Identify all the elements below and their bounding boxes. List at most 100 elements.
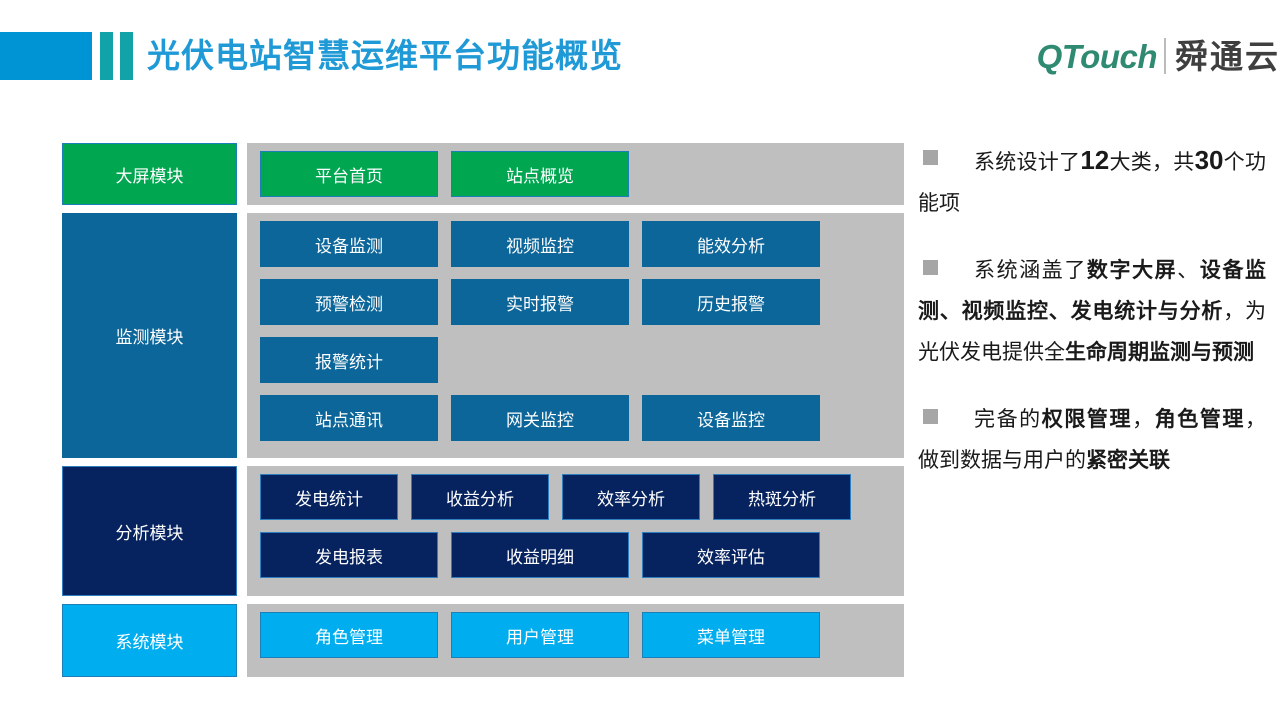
note-plain: 大类，共: [1109, 151, 1195, 174]
function-chip-label: 设备监测: [315, 236, 383, 256]
function-chip-label: 历史报警: [697, 294, 765, 314]
note-emphasis: 角色管理: [1154, 408, 1246, 431]
module-label-1[interactable]: 大屏模块: [62, 143, 237, 205]
module-panel-2: 设备监测 视频监控 能效分析预警检测 实时报警 历史报警报警统计站点通讯 网关监控 设备监控: [247, 213, 904, 458]
page-title: 光伏电站智慧运维平台功能概览: [147, 37, 623, 74]
function-chip[interactable]: 菜单管理: [642, 612, 820, 658]
module-chip-row: 站点通讯 网关监控 设备监控: [260, 395, 904, 441]
note-item: 完备的权限管理，角色管理，做到数据与用户的紧密关联: [918, 399, 1266, 481]
function-chip[interactable]: 站点概览: [451, 151, 629, 197]
function-chip[interactable]: 实时报警: [451, 279, 629, 325]
note-plain: ，做到数据与用户的: [918, 408, 1267, 472]
note-text: 完备的权限管理，角色管理，做到数据与用户的紧密关联: [918, 399, 1266, 481]
function-chip[interactable]: 发电统计: [260, 474, 398, 520]
note-emphasis: 权限管理: [1041, 408, 1133, 431]
function-chip-label: 发电统计: [295, 489, 363, 509]
note-emphasis: 30: [1194, 145, 1224, 175]
module-label-text: 系统模块: [115, 633, 184, 652]
note-emphasis: 设备监测、视频监控、发电统计与分析: [918, 259, 1267, 323]
brand-logo: QTouch 舜通云: [1037, 33, 1280, 79]
function-chip-label: 视频监控: [506, 236, 574, 256]
logo-divider: [1164, 38, 1166, 74]
function-chip-label: 效率评估: [697, 547, 765, 567]
header-accent-bar-1: [100, 32, 113, 80]
function-chip[interactable]: 效率分析: [562, 474, 700, 520]
function-chip[interactable]: 网关监控: [451, 395, 629, 441]
function-chip-label: 能效分析: [697, 236, 765, 256]
function-chip-label: 站点通讯: [315, 410, 383, 430]
note-plain: 、: [1177, 259, 1200, 282]
function-chip-label: 角色管理: [315, 627, 383, 647]
bullet-square-icon: [923, 260, 938, 275]
summary-notes: 系统设计了12大类，共30个功能项系统涵盖了数字大屏、设备监测、视频监控、发电统…: [918, 140, 1266, 507]
function-chip[interactable]: 平台首页: [260, 151, 438, 197]
module-chip-row: 发电统计 收益分析 效率分析 热斑分析: [260, 474, 904, 520]
function-chip[interactable]: 设备监测: [260, 221, 438, 267]
note-emphasis: 12: [1080, 145, 1110, 175]
logo-wordmark: QTouch: [1036, 37, 1158, 75]
module-label-3[interactable]: 分析模块: [62, 466, 237, 596]
note-emphasis: 生命周期监测与预测: [1065, 341, 1254, 364]
function-chip[interactable]: 视频监控: [451, 221, 629, 267]
module-panel-4: 角色管理 用户管理 菜单管理: [247, 604, 904, 677]
function-chip-label: 预警检测: [315, 294, 383, 314]
function-chip-label: 热斑分析: [748, 489, 816, 509]
function-chip[interactable]: 发电报表: [260, 532, 438, 578]
function-chip[interactable]: 能效分析: [642, 221, 820, 267]
note-emphasis: 数字大屏: [1086, 259, 1178, 282]
header-accent-block: [0, 32, 92, 80]
module-label-4[interactable]: 系统模块: [62, 604, 237, 677]
note-plain: ，为光伏发电提供全: [918, 300, 1267, 364]
function-overview-diagram: 大屏模块 平台首页 站点概览 监测模块 设备监测 视频监控 能效分析预警检测 实时报警 历史报…: [62, 143, 904, 677]
function-chip-label: 站点概览: [506, 166, 574, 186]
note-plain: 系统涵盖了: [974, 259, 1087, 282]
note-item: 系统设计了12大类，共30个功能项: [918, 140, 1266, 224]
note-plain: 完备的: [974, 408, 1042, 431]
function-chip[interactable]: 报警统计: [260, 337, 438, 383]
note-plain: 系统设计了: [974, 151, 1081, 174]
function-chip-label: 菜单管理: [697, 627, 765, 647]
module-chip-row: 发电报表 收益明细 效率评估: [260, 532, 904, 578]
function-chip-label: 报警统计: [315, 352, 383, 372]
note-text: 系统设计了12大类，共30个功能项: [918, 140, 1266, 224]
module-chip-row: 平台首页 站点概览: [260, 151, 904, 197]
bullet-square-icon: [923, 150, 938, 165]
function-chip-label: 发电报表: [315, 547, 383, 567]
header-accent-bar-2: [120, 32, 133, 80]
function-chip-label: 用户管理: [506, 627, 574, 647]
module-label-text: 分析模块: [115, 523, 184, 543]
note-text: 系统涵盖了数字大屏、设备监测、视频监控、发电统计与分析，为光伏发电提供全生命周期…: [918, 250, 1266, 373]
logo-chinese-name: 舜通云: [1175, 37, 1280, 75]
function-chip-label: 网关监控: [506, 410, 574, 430]
function-chip[interactable]: 角色管理: [260, 612, 438, 658]
module-chip-row: 角色管理 用户管理 菜单管理: [260, 612, 904, 658]
function-chip[interactable]: 站点通讯: [260, 395, 438, 441]
note-plain: 个功能项: [918, 151, 1267, 215]
module-label-text: 监测模块: [115, 328, 184, 347]
module-label-2[interactable]: 监测模块: [62, 213, 237, 458]
module-panel-1: 平台首页 站点概览: [247, 143, 904, 205]
function-chip[interactable]: 用户管理: [451, 612, 629, 658]
module-chip-row: 设备监测 视频监控 能效分析: [260, 221, 904, 267]
module-chip-row: 报警统计: [260, 337, 904, 383]
bullet-square-icon: [923, 409, 938, 424]
function-chip-label: 效率分析: [597, 489, 665, 509]
function-chip[interactable]: 收益明细: [451, 532, 629, 578]
function-chip[interactable]: 热斑分析: [713, 474, 851, 520]
module-panel-3: 发电统计 收益分析 效率分析 热斑分析发电报表 收益明细 效率评估: [247, 466, 904, 596]
function-chip-label: 收益分析: [446, 489, 514, 509]
function-chip[interactable]: 预警检测: [260, 279, 438, 325]
note-emphasis: 紧密关联: [1086, 449, 1170, 472]
function-chip-label: 实时报警: [506, 294, 574, 314]
function-chip[interactable]: 收益分析: [411, 474, 549, 520]
module-chip-row: 预警检测 实时报警 历史报警: [260, 279, 904, 325]
note-plain: ，: [1132, 408, 1155, 431]
note-item: 系统涵盖了数字大屏、设备监测、视频监控、发电统计与分析，为光伏发电提供全生命周期…: [918, 250, 1266, 373]
page-header: 光伏电站智慧运维平台功能概览 QTouch 舜通云: [0, 0, 1280, 112]
function-chip-label: 收益明细: [506, 547, 574, 567]
function-chip-label: 设备监控: [697, 410, 765, 430]
function-chip[interactable]: 设备监控: [642, 395, 820, 441]
module-label-text: 大屏模块: [115, 166, 184, 186]
function-chip[interactable]: 效率评估: [642, 532, 820, 578]
function-chip[interactable]: 历史报警: [642, 279, 820, 325]
